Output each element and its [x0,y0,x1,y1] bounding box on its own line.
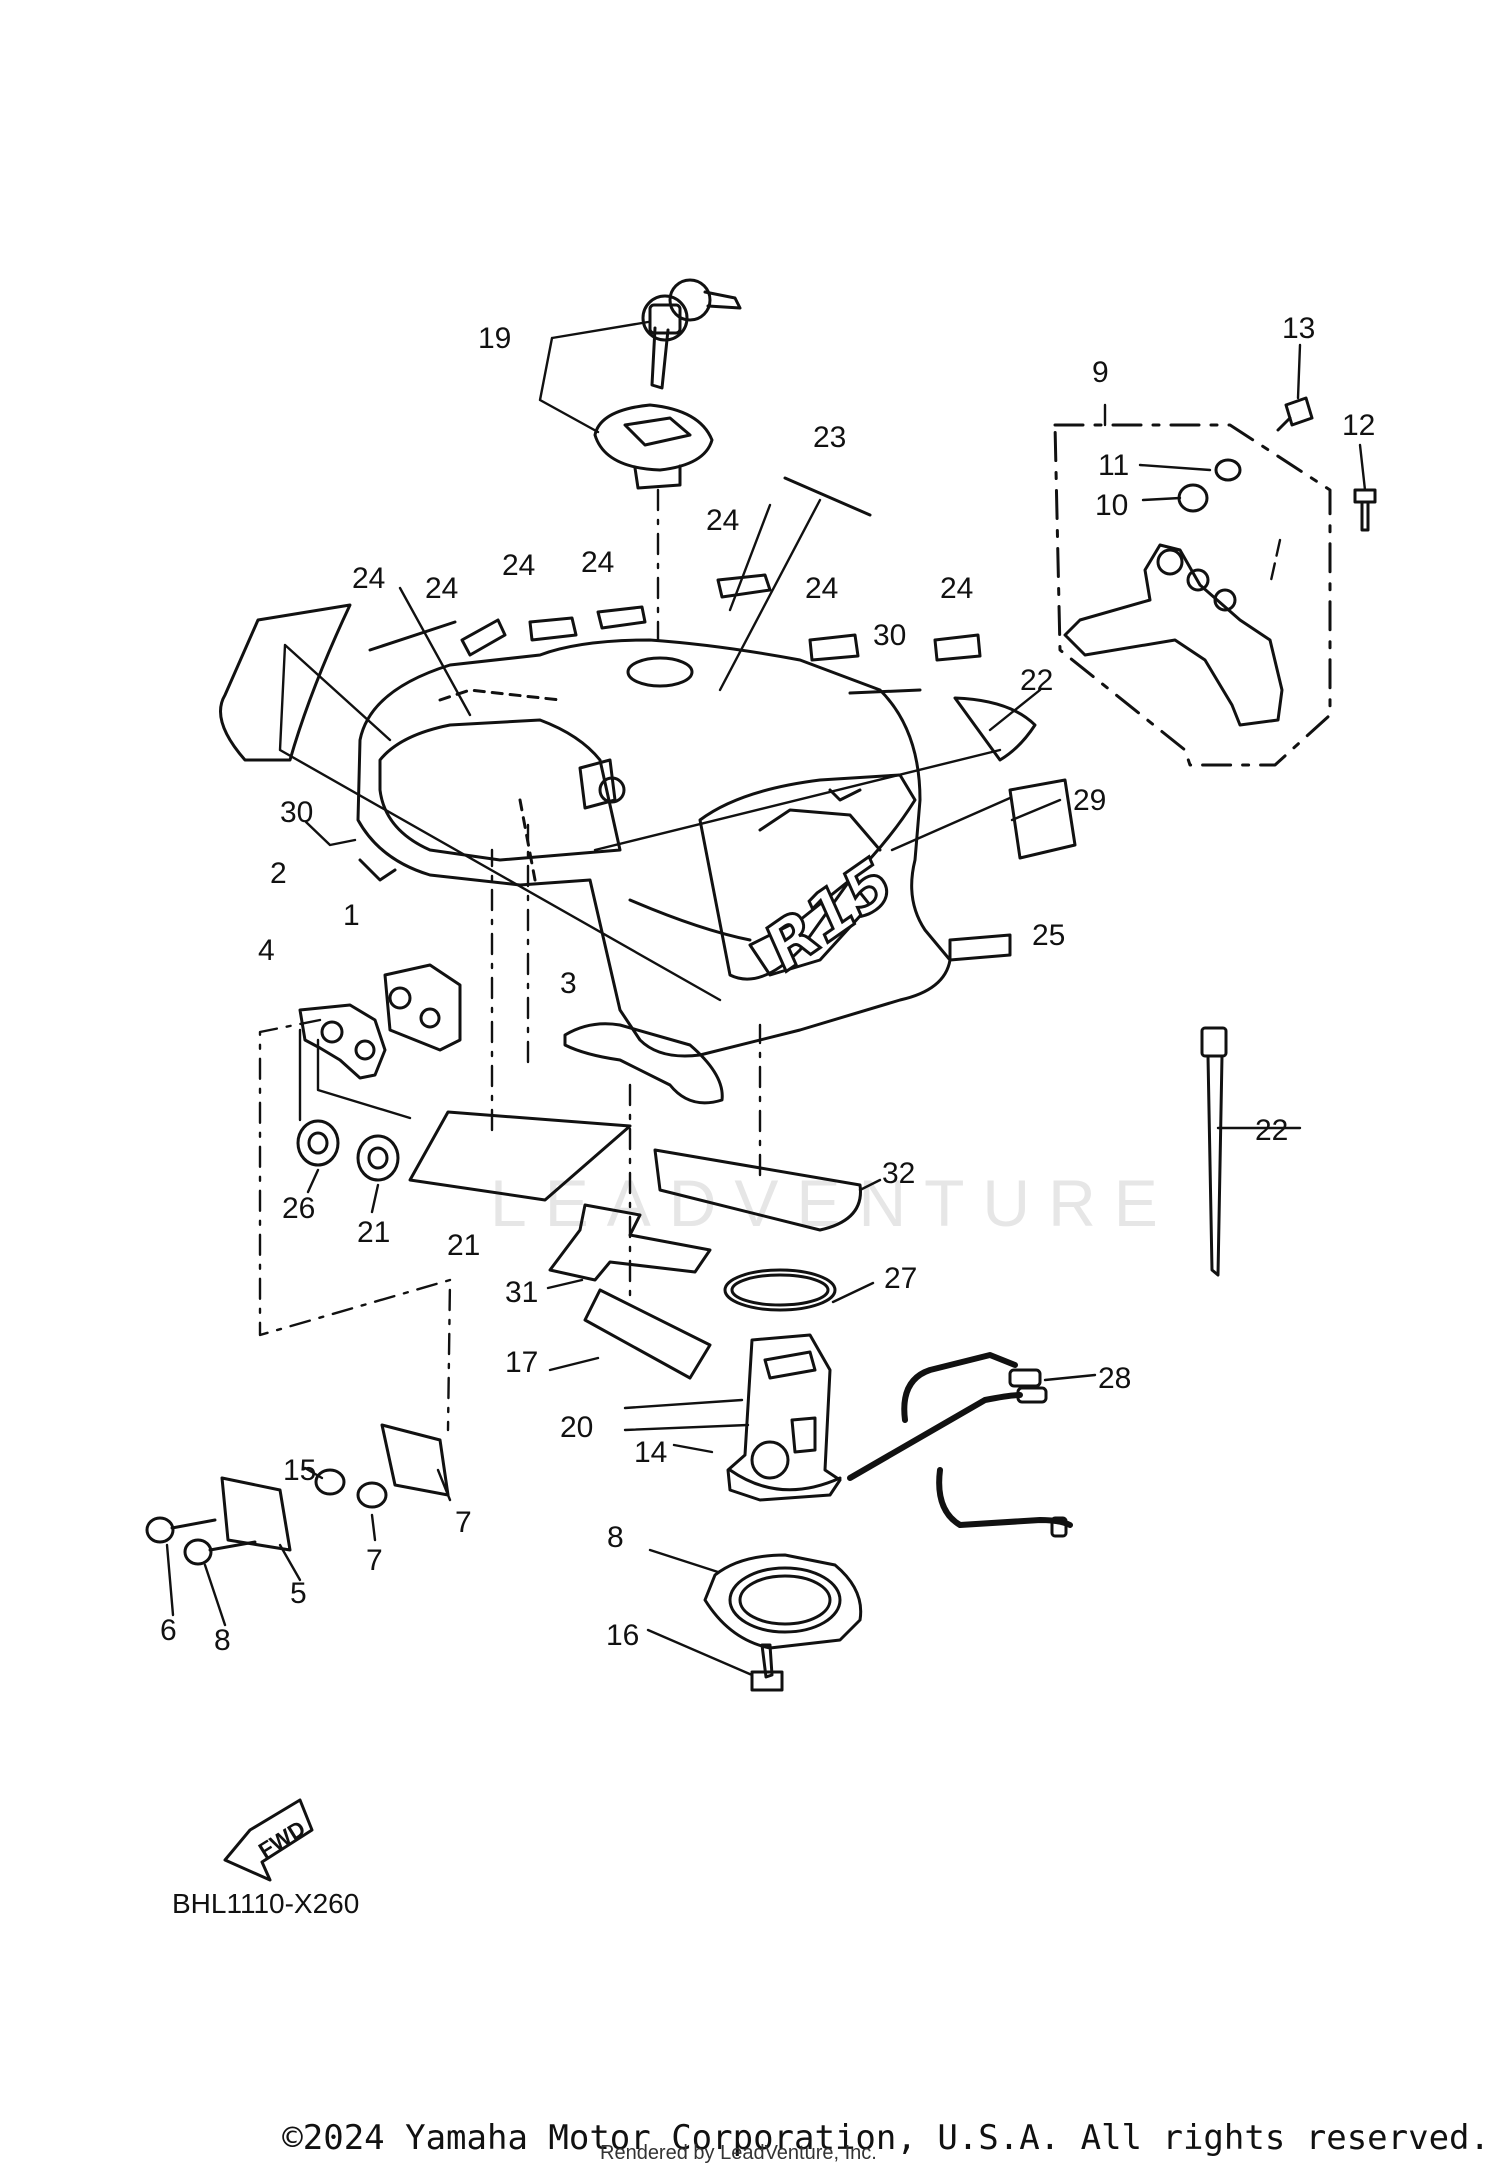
heat-guard [563,1022,724,1105]
callout-5: 5 [290,1577,307,1610]
callout-17: 17 [505,1346,538,1379]
hose-fitting-icon [1008,1368,1068,1538]
sheet-27 [548,1203,712,1282]
diagram-code: BHL1110-X260 [172,1888,359,1919]
callout-24: 24 [502,549,535,582]
callout-1: 1 [343,899,360,932]
callout-4: 4 [258,934,275,967]
callout-24: 24 [706,504,739,537]
gasket-plate [703,1553,863,1650]
callout-22: 22 [1020,664,1053,697]
fuel-hose [847,1352,1073,1528]
callout-6: 6 [160,1614,177,1647]
bolt-icon [1276,396,1377,532]
decal-stripes [368,476,1077,962]
callout-24: 24 [581,546,614,579]
bracket-box [1053,423,1332,767]
callout-23: 23 [813,421,846,454]
bolt-icon [750,1643,784,1692]
bolt-icon [145,1516,257,1566]
damper-icon [296,1119,400,1182]
callout-14: 14 [634,1436,667,1469]
callout-25: 25 [1032,919,1065,952]
callout-2: 2 [270,857,287,890]
callout-10: 10 [1095,489,1128,522]
callout-32: 32 [882,1157,915,1190]
key-icon [641,278,742,390]
callout-7: 7 [455,1506,472,1539]
callout-27: 27 [884,1262,917,1295]
insulator-32 [408,1110,632,1202]
callout-24: 24 [940,572,973,605]
callout-21: 21 [357,1216,390,1249]
tank-mount [298,1003,387,1080]
callout-26: 26 [282,1192,315,1225]
callout-31: 31 [505,1276,538,1309]
collar-icon [314,1468,388,1509]
callout-30: 30 [873,619,906,652]
callout-8: 8 [607,1521,624,1554]
fuel-pump [726,1333,842,1502]
callout-13: 13 [1282,312,1315,345]
insulator-31 [653,1148,862,1232]
plate-5 [380,1423,450,1497]
tank-logo: R15 [752,845,908,985]
side-cover [219,603,352,762]
callout-29: 29 [1073,784,1106,817]
damper-block [383,963,462,1052]
callout-24: 24 [425,572,458,605]
callout-7: 7 [366,1544,383,1577]
callout-3: 3 [560,967,577,1000]
callout-15: 15 [283,1454,316,1487]
callout-24: 24 [805,572,838,605]
callout-9: 9 [1092,356,1109,389]
leader-lines [165,320,1367,1677]
callout-22: 22 [1255,1114,1288,1147]
callout-8: 8 [214,1624,231,1657]
mount-bracket [1063,543,1284,727]
rendered-by: Rendered by LeadVenture, Inc. [600,2142,877,2164]
callout-19: 19 [478,322,511,355]
fuel-cap [593,403,714,490]
callout-12: 12 [1342,409,1375,442]
callout-20: 20 [560,1411,593,1444]
callout-30: 30 [280,796,313,829]
cable-tie [1200,1026,1228,1277]
callout-16: 16 [606,1619,639,1652]
fuel-tank [356,638,952,1058]
sheet-28 [583,1288,712,1380]
o-ring-icon [723,1268,837,1312]
plate-6 [220,1476,292,1552]
callout-28: 28 [1098,1362,1131,1395]
fwd-arrow-icon [223,1798,314,1882]
callout-11: 11 [1098,449,1129,482]
callout-21: 21 [447,1229,480,1262]
copyright-notice: ©2024 Yamaha Motor Corporation, U.S.A. A… [282,2118,1490,2158]
callout-24: 24 [352,562,385,595]
